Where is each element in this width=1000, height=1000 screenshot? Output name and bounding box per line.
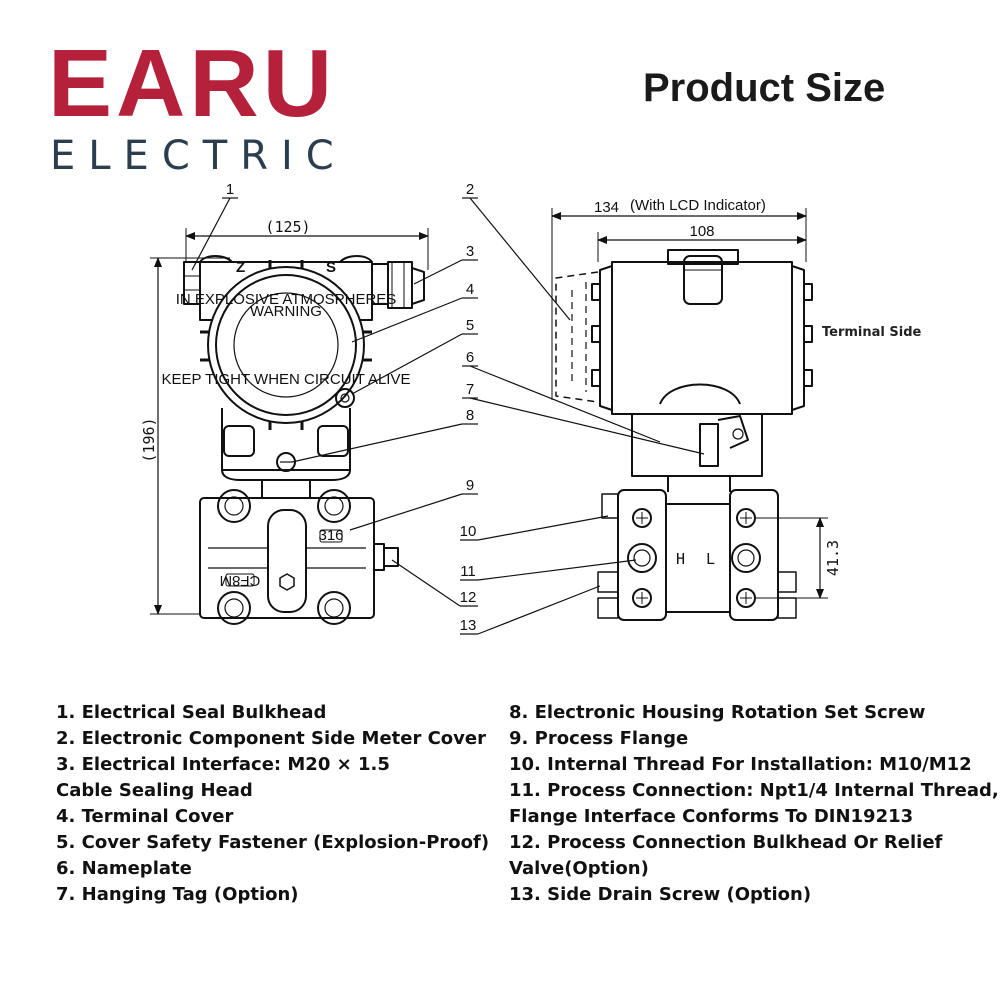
cover-letter-s: S <box>326 259 336 276</box>
cover-letter-z: Z <box>236 259 245 276</box>
legend-item: 12. Process Connection Bulkhead Or Relie… <box>509 832 943 853</box>
legend-item: Cable Sealing Head <box>56 780 253 801</box>
port-label-l: L <box>706 550 715 568</box>
legend-item: 1. Electrical Seal Bulkhead <box>56 702 327 723</box>
brand-subtitle: ELECTRIC <box>50 133 347 179</box>
legend-left: 1. Electrical Seal Bulkhead 2. Electroni… <box>56 700 489 908</box>
callout-6: 6 <box>466 349 474 366</box>
nameplate-block <box>631 413 763 477</box>
callout-leaders <box>191 197 705 635</box>
page-title: Product Size <box>643 66 886 110</box>
flange-mark: 316 <box>318 527 343 544</box>
process-connection-h <box>627 543 657 573</box>
callout-8: 8 <box>466 407 474 424</box>
callout-10: 10 <box>460 523 477 540</box>
callout-1: 1 <box>226 181 234 198</box>
terminal-side-label: Terminal Side <box>822 325 922 340</box>
callout-4: 4 <box>466 281 474 298</box>
relief-valve <box>373 543 385 571</box>
legend-item: 13. Side Drain Screw (Option) <box>509 884 812 905</box>
callout-2: 2 <box>466 181 474 198</box>
brand-logo: EARU <box>48 30 337 137</box>
housing-body <box>611 261 793 415</box>
callout-5: 5 <box>466 317 474 334</box>
cable-gland <box>387 261 413 309</box>
front-height-label: (196) <box>140 417 158 462</box>
flange-bolts <box>217 489 351 625</box>
legend-item: 8. Electronic Housing Rotation Set Screw <box>509 702 926 723</box>
callout-13: 13 <box>460 617 477 634</box>
front-view <box>150 228 429 625</box>
legend-item: 10. Internal Thread For Installation: M1… <box>509 754 972 775</box>
legend-item: 6. Nameplate <box>56 858 192 879</box>
legend-item: 9. Process Flange <box>509 728 689 749</box>
cover-safety-fastener <box>335 388 355 408</box>
legend-right: 8. Electronic Housing Rotation Set Screw… <box>509 700 999 908</box>
legend-item: 7. Hanging Tag (Option) <box>56 884 299 905</box>
cover-text-warning: WARNING <box>250 303 322 320</box>
callout-11: 11 <box>460 563 476 580</box>
callout-numbers: 1 2 3 4 5 6 7 8 9 10 11 12 13 <box>226 181 477 634</box>
cover-text-bottom: KEEP TIGHT WHEN CIRCUIT ALIVE <box>162 371 411 388</box>
port-label-h: H <box>676 550 685 568</box>
body-width-label: 108 <box>689 223 714 240</box>
callout-9: 9 <box>466 477 474 494</box>
cover-text-top: IN EXPLOSIVE ATMOSPHERES <box>176 291 397 308</box>
housing-set-screw <box>276 452 296 472</box>
terminal-cover <box>207 266 365 424</box>
lcd-width-label: 134 <box>594 199 619 216</box>
port-spacing-label: 41.3 <box>824 540 842 576</box>
lcd-width-note: (With LCD Indicator) <box>630 197 766 214</box>
callout-7: 7 <box>466 381 474 398</box>
legend-item: 2. Electronic Component Side Meter Cover <box>56 728 486 749</box>
callout-3: 3 <box>466 243 474 260</box>
side-flange-right <box>729 489 779 621</box>
legend-item: 4. Terminal Cover <box>56 806 234 827</box>
legend-item: 3. Electrical Interface: M20 × 1.5 <box>56 754 390 775</box>
flange-mark-2: CF8M <box>220 572 261 589</box>
legend-item: 11. Process Connection: Npt1/4 Internal … <box>509 780 999 801</box>
side-view <box>551 208 828 621</box>
legend-item: Flange Interface Conforms To DIN19213 <box>509 806 914 827</box>
process-connection-l <box>731 543 761 573</box>
lcd-meter-cover <box>555 271 599 403</box>
callout-12: 12 <box>460 589 477 606</box>
legend-item: Valve(Option) <box>509 858 649 879</box>
front-width-label: (125) <box>265 218 310 236</box>
hanging-tag <box>699 423 719 467</box>
legend-item: 5. Cover Safety Fastener (Explosion-Proo… <box>56 832 490 853</box>
